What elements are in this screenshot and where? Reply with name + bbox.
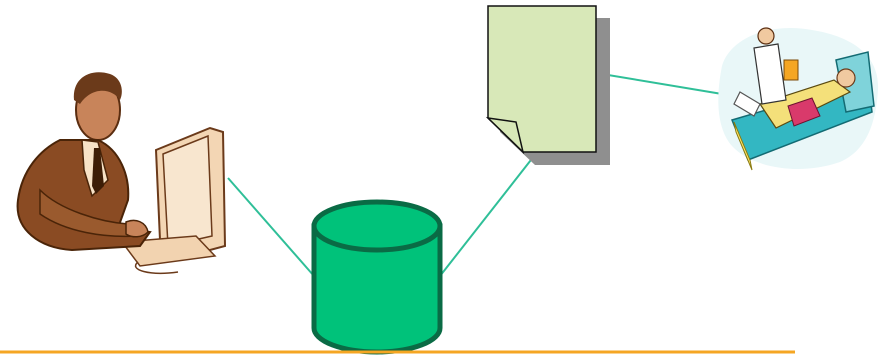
patient-shorts — [787, 97, 821, 127]
patient-leg-cast — [733, 91, 761, 117]
person-at-computer-clipart — [16, 72, 227, 274]
document-folded-corner — [485, 116, 525, 155]
document-sheet — [487, 5, 597, 153]
connector-lines — [227, 72, 723, 277]
doctor-head — [757, 27, 775, 45]
doctor-clipboard — [783, 59, 799, 81]
monitor-screen-edge — [162, 134, 213, 247]
doctor-coat — [753, 43, 787, 105]
connector-document-patient — [595, 72, 723, 95]
doctor-and-patient-clipart — [718, 27, 879, 171]
person-tie — [92, 148, 104, 194]
connector-database-document — [439, 141, 546, 277]
database-top — [311, 199, 443, 253]
mouse-cable — [134, 261, 179, 274]
patient-head — [836, 68, 856, 88]
person-hand — [125, 219, 149, 238]
connector-user-database — [227, 177, 315, 277]
person-hair — [73, 72, 122, 104]
bed-side-panel — [733, 121, 753, 171]
database-cylinder-icon — [311, 199, 443, 355]
keyboard-icon — [120, 235, 217, 267]
document-page-icon — [485, 5, 610, 165]
